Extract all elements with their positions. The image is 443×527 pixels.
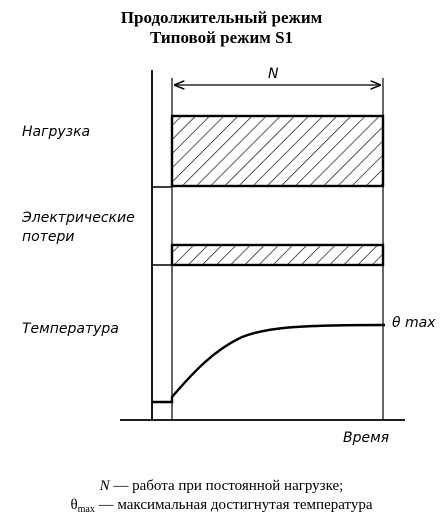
legend: N — работа при постоянной нагрузке; θmax…	[0, 477, 443, 519]
legend-theta-text: — максимальная достигнутая температура	[94, 497, 373, 513]
load-bar	[170, 114, 385, 188]
losses-bar	[170, 243, 385, 267]
theta-max-label: θ max	[392, 315, 436, 331]
legend-theta-symbol: θ	[70, 497, 78, 513]
legend-line-2: θmax — максимальная достигнутая температ…	[0, 496, 443, 519]
legend-n-symbol: N	[99, 478, 110, 494]
temperature-label: Температура	[22, 321, 119, 337]
legend-line-1: N — работа при постоянной нагрузке;	[0, 477, 443, 496]
duration-symbol: N	[268, 66, 279, 82]
losses-label-line-1: Электрические	[21, 210, 135, 226]
title-line-2: Типовой режим S1	[149, 28, 294, 47]
figure-title: Продолжительный режим Типовой режим S1	[0, 8, 443, 48]
legend-n-text: — работа при постоянной нагрузке;	[109, 478, 344, 494]
losses-label-line-2: потери	[22, 229, 74, 245]
time-axis-label: Время	[343, 430, 389, 446]
load-label: Нагрузка	[22, 124, 90, 140]
legend-theta-subscript: max	[77, 504, 95, 515]
title-line-1: Продолжительный режим	[120, 8, 323, 27]
temperature-curve	[152, 323, 386, 404]
